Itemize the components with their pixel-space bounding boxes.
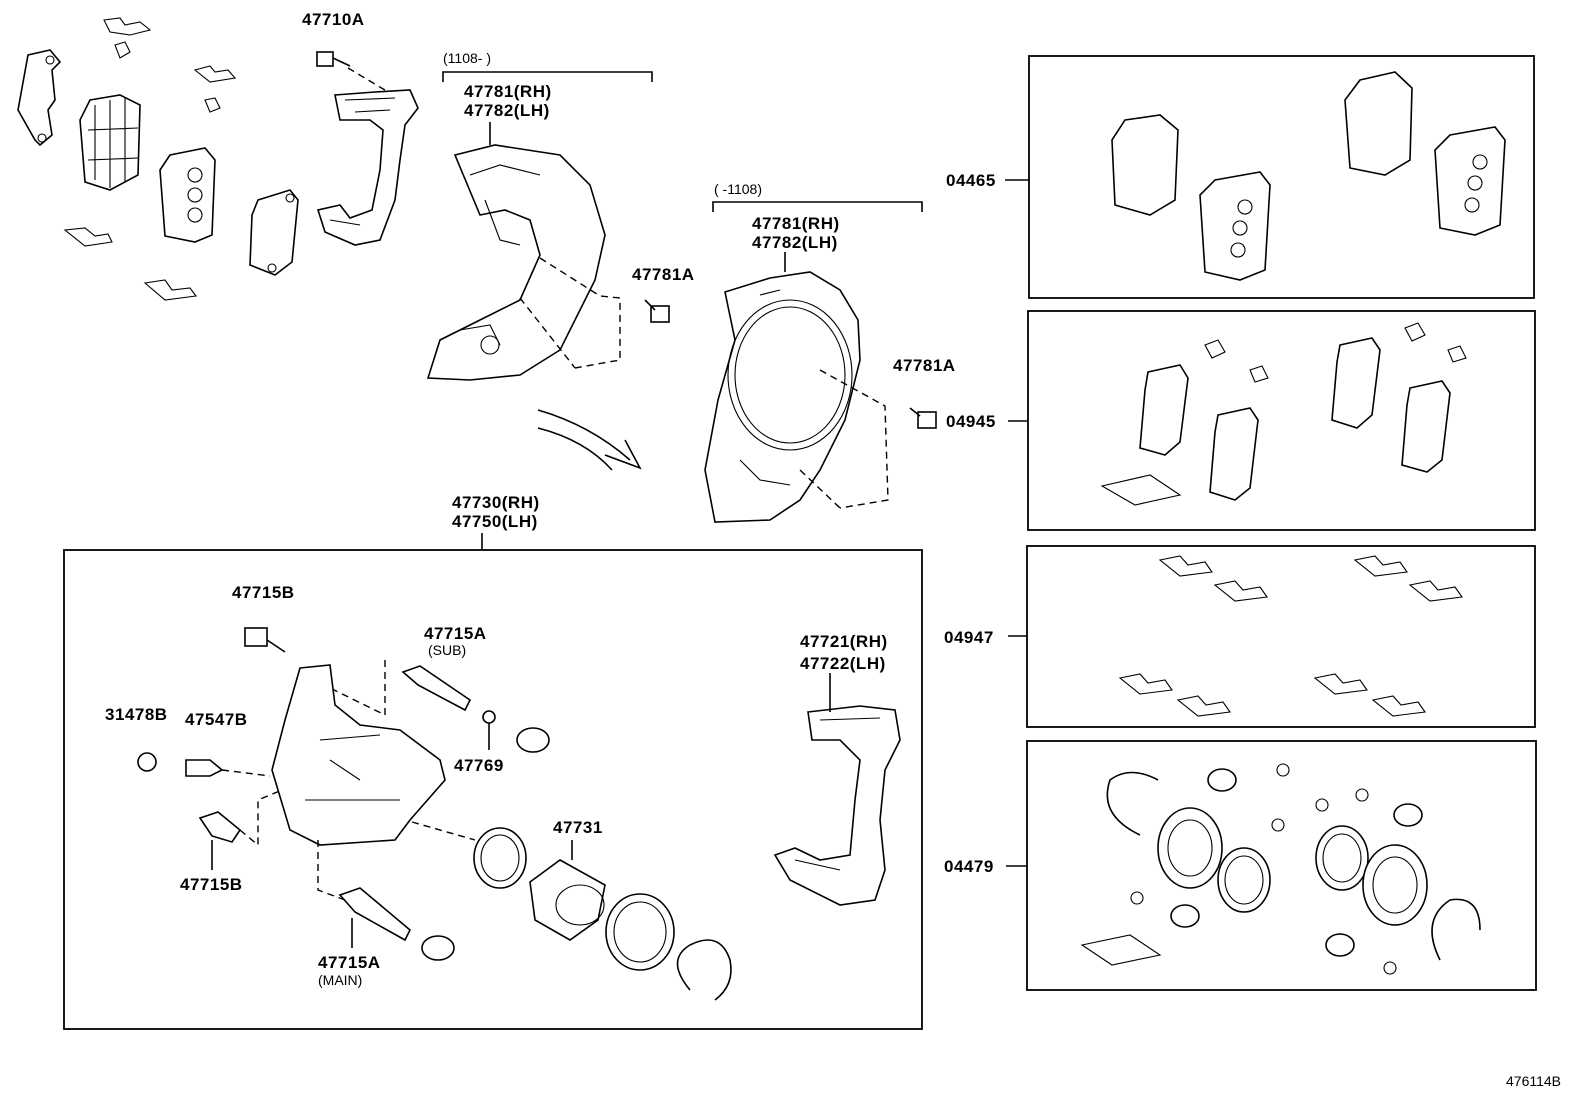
date-bracket-old bbox=[712, 201, 923, 212]
label-date-range-new: (1108- ) bbox=[443, 50, 491, 66]
transition-arrow bbox=[537, 409, 642, 471]
label-47715A-main: 47715A bbox=[318, 953, 381, 972]
label-kit-04465: 04465 bbox=[946, 171, 996, 190]
label-kit-04947: 04947 bbox=[944, 628, 994, 647]
label-date-range-old: ( -1108) bbox=[714, 181, 762, 197]
label-47715A-sub: 47715A bbox=[424, 624, 487, 643]
dust-cover-old bbox=[704, 271, 861, 523]
label-47715B-top: 47715B bbox=[232, 583, 295, 602]
label-47722-lh: 47722(LH) bbox=[800, 654, 886, 673]
label-47731: 47731 bbox=[553, 818, 603, 837]
label-47721-rh: 47721(RH) bbox=[800, 632, 888, 651]
bolt-47715B-bottom bbox=[198, 789, 283, 870]
kit-box-04945 bbox=[1008, 310, 1536, 531]
bolt-47781A-new bbox=[519, 257, 670, 369]
piston-boot bbox=[605, 893, 675, 971]
kit-box-04947 bbox=[1008, 545, 1536, 728]
label-47781-rh-new: 47781(RH) bbox=[464, 82, 552, 101]
piston-seal bbox=[411, 821, 527, 889]
label-47782-lh-new: 47782(LH) bbox=[464, 101, 550, 120]
caliper-assembly-box bbox=[63, 549, 923, 1030]
anti-squeal-shim-left bbox=[249, 189, 299, 276]
guide-pin-47715A-main bbox=[317, 840, 411, 948]
caliper-cylinder bbox=[271, 664, 446, 846]
kit-box-04479 bbox=[1006, 740, 1537, 991]
date-bracket-new bbox=[442, 71, 653, 82]
bolt-47781A-old bbox=[799, 369, 937, 509]
label-kit-04479: 04479 bbox=[944, 857, 994, 876]
retaining-ring bbox=[676, 939, 732, 1001]
bolt-47715B-top bbox=[244, 627, 286, 653]
label-47715B-bottom: 47715B bbox=[180, 875, 243, 894]
label-47750-lh: 47750(LH) bbox=[452, 512, 538, 531]
bolt-47710A bbox=[316, 51, 396, 97]
label-kit-04945: 04945 bbox=[946, 412, 996, 431]
bleeder-47547B bbox=[185, 759, 271, 777]
label-47781A-new: 47781A bbox=[632, 265, 695, 284]
label-47710A: 47710A bbox=[302, 10, 365, 29]
label-sub-note: (SUB) bbox=[428, 642, 467, 658]
brake-pad-left-a bbox=[79, 94, 141, 191]
kit-box-04465 bbox=[1005, 55, 1535, 299]
label-47781-rh-old: 47781(RH) bbox=[752, 214, 840, 233]
label-47730-rh: 47730(RH) bbox=[452, 493, 540, 512]
label-47769: 47769 bbox=[454, 756, 504, 775]
dust-cover-new bbox=[426, 144, 606, 381]
brake-pad-left-b bbox=[159, 147, 216, 243]
label-31478B: 31478B bbox=[105, 705, 168, 724]
label-47782-lh-old: 47782(LH) bbox=[752, 233, 838, 252]
pad-shim-left-plate bbox=[17, 49, 62, 147]
guide-pin-boot-upper bbox=[516, 727, 550, 753]
guide-pin-47715A-sub bbox=[329, 660, 472, 717]
label-47547B: 47547B bbox=[185, 710, 248, 729]
boot-47769 bbox=[482, 710, 496, 750]
cap-31478B bbox=[137, 752, 157, 772]
label-47781A-old: 47781A bbox=[893, 356, 956, 375]
mounting-bracket-47721 bbox=[773, 673, 901, 906]
mounting-bracket-upper bbox=[316, 89, 419, 246]
guide-pin-boot-lower bbox=[421, 935, 455, 961]
pad-clips-left bbox=[63, 17, 237, 301]
diagram-reference-number: 476114B bbox=[1506, 1073, 1562, 1089]
label-main-note: (MAIN) bbox=[318, 972, 363, 988]
piston-47731 bbox=[529, 840, 606, 941]
